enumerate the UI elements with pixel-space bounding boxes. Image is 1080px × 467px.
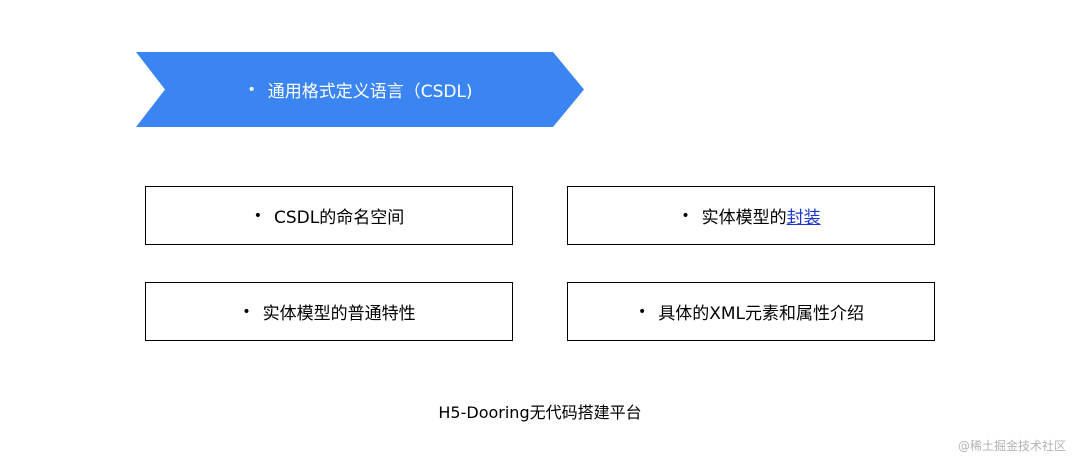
bullet-icon: • bbox=[247, 81, 256, 98]
bullet-icon: • bbox=[242, 303, 251, 320]
box-xml-elements-attributes: • 具体的XML元素和属性介绍 bbox=[567, 282, 935, 341]
bullet-icon: • bbox=[253, 207, 263, 224]
box-entity-model-common-features: • 实体模型的普通特性 bbox=[145, 282, 513, 341]
box-csdl-namespace: • CSDL的命名空间 bbox=[145, 186, 513, 245]
banner-arrow: • 通用格式定义语言（CSDL) bbox=[136, 52, 584, 127]
box-entity-model-encapsulation: • 实体模型的封装 bbox=[567, 186, 935, 245]
footer-caption: H5-Dooring无代码搭建平台 bbox=[438, 403, 642, 422]
banner-arrow-shape bbox=[136, 52, 584, 127]
bullet-icon: • bbox=[681, 207, 690, 224]
box-label: 具体的XML元素和属性介绍 bbox=[658, 304, 865, 324]
box-label: 实体模型的 bbox=[701, 208, 787, 228]
box-label: 实体模型的普通特性 bbox=[262, 304, 416, 324]
box-label: CSDL的命名空间 bbox=[274, 208, 405, 228]
banner-label: • 通用格式定义语言（CSDL) bbox=[136, 52, 584, 127]
encapsulation-link[interactable]: 封装 bbox=[786, 208, 821, 228]
bullet-icon: • bbox=[637, 303, 647, 320]
watermark: @稀土掘金技术社区 bbox=[957, 439, 1066, 453]
banner-text: 通用格式定义语言（CSDL) bbox=[267, 82, 473, 102]
